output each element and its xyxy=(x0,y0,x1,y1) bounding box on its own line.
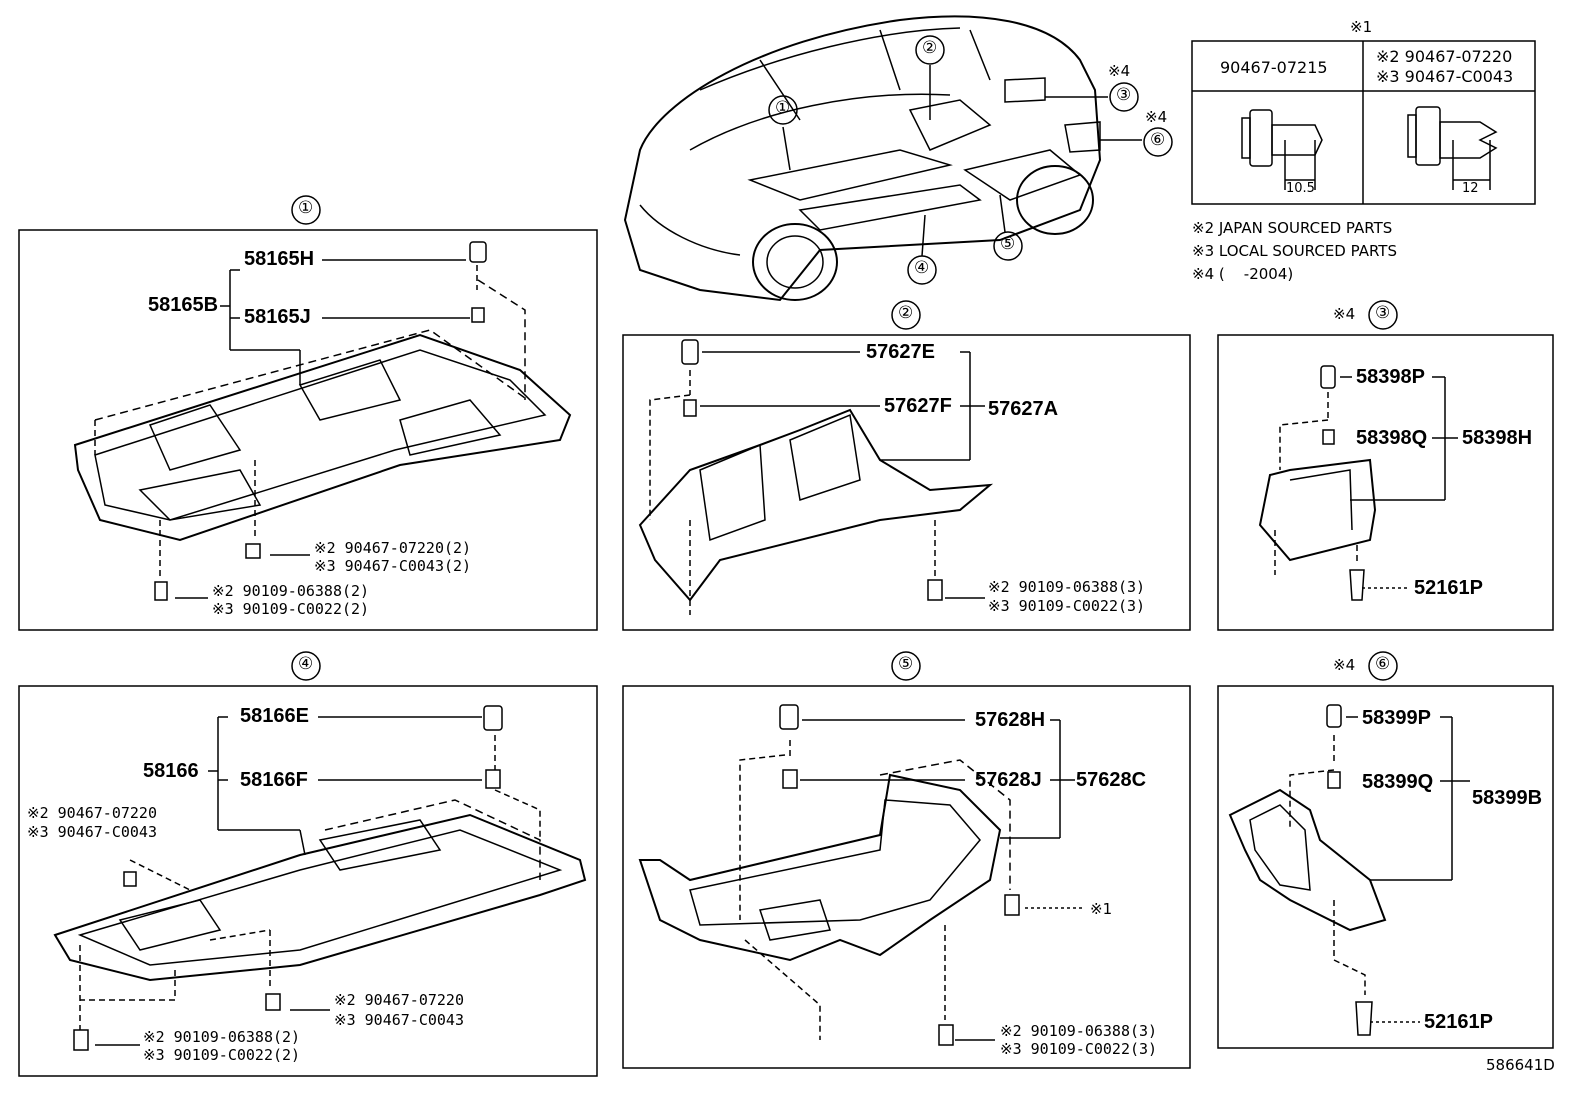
panel-6-title: ⑥ xyxy=(1375,654,1391,674)
panel-5-frame xyxy=(622,685,1191,1069)
panel-6-drawing xyxy=(1228,704,1470,1036)
fastener-2b: ※3 90109-C0022(3) xyxy=(988,597,1146,615)
clip-table-dim1: 10.5 xyxy=(1286,181,1315,196)
fastener-1c: ※2 90109-06388(2) xyxy=(212,582,370,600)
part-58399Q: 58399Q xyxy=(1362,771,1434,793)
panel-5-drawing xyxy=(638,704,1085,1046)
clip-table-col1-part: 90467-07215 xyxy=(1220,58,1328,77)
note-date-range: ※4 ( -2004) xyxy=(1192,265,1294,283)
fastener-5a: ※2 90109-06388(3) xyxy=(1000,1022,1158,1040)
panel-5-title: ⑤ xyxy=(898,654,914,674)
fastener-1d: ※3 90109-C0022(2) xyxy=(212,600,370,618)
panel-5-ref: ※1 xyxy=(1090,900,1113,918)
callout-4 xyxy=(907,255,937,285)
part-58398H: 58398H xyxy=(1462,427,1533,449)
overview-callout-4: ④ xyxy=(914,258,930,278)
note-japan-sourced: ※2 JAPAN SOURCED PARTS xyxy=(1192,219,1393,237)
part-58399P: 58399P xyxy=(1362,707,1431,729)
sheet-code: 586641D xyxy=(1486,1056,1555,1074)
fastener-1a: ※2 90467-07220(2) xyxy=(314,539,472,557)
panel-1-frame xyxy=(18,229,598,631)
overview-callout-5: ⑤ xyxy=(1000,234,1016,254)
panel-6-frame xyxy=(1217,685,1554,1049)
clip-table-col2-line2: ※3 90467-C0043 xyxy=(1376,67,1514,86)
panel-2-drawing xyxy=(638,339,994,615)
part-58165B: 58165B xyxy=(148,294,219,316)
note-local-sourced: ※3 LOCAL SOURCED PARTS xyxy=(1192,242,1397,260)
callout-1 xyxy=(768,95,798,125)
clip-table-dim2: 12 xyxy=(1462,181,1479,196)
part-58166E: 58166E xyxy=(240,705,309,727)
panel-3-title: ③ xyxy=(1375,303,1391,323)
overview-callout-2: ② xyxy=(922,38,938,58)
part-57627A: 57627A xyxy=(988,398,1059,420)
part-58165J: 58165J xyxy=(244,306,311,328)
part-58398P: 58398P xyxy=(1356,366,1425,388)
fastener-4b: ※3 90467-C0043 xyxy=(27,823,157,841)
vehicle-overview xyxy=(623,15,1173,302)
fastener-2a: ※2 90109-06388(3) xyxy=(988,578,1146,596)
panel-3-title-mark: ※4 xyxy=(1333,305,1356,323)
fastener-4c: ※2 90467-07220 xyxy=(334,991,464,1009)
fastener-4e: ※2 90109-06388(2) xyxy=(143,1028,301,1046)
part-57627E: 57627E xyxy=(866,341,935,363)
fastener-5b: ※3 90109-C0022(3) xyxy=(1000,1040,1158,1058)
part-57627F: 57627F xyxy=(884,395,952,417)
overview-mark-6: ※4 xyxy=(1145,108,1168,126)
part-58398Q: 58398Q xyxy=(1356,427,1428,449)
clip-table-marker: ※1 xyxy=(1350,18,1373,36)
panel-2-title: ② xyxy=(898,303,914,323)
panel-3-frame xyxy=(1217,334,1554,631)
panel-6-title-mark: ※4 xyxy=(1333,656,1356,674)
part-57628H: 57628H xyxy=(975,709,1046,731)
part-52161P-b: 52161P xyxy=(1424,1011,1493,1033)
panel-4-drawing xyxy=(53,705,587,1051)
fastener-4a: ※2 90467-07220 xyxy=(27,804,157,822)
panel-4-title: ④ xyxy=(298,654,314,674)
overview-callout-1: ① xyxy=(775,98,791,118)
part-58399B: 58399B xyxy=(1472,787,1543,809)
part-52161P-a: 52161P xyxy=(1414,577,1483,599)
fastener-4f: ※3 90109-C0022(2) xyxy=(143,1046,301,1064)
panel-4-frame xyxy=(18,685,598,1077)
part-58166: 58166 xyxy=(143,760,199,782)
callout-5 xyxy=(993,231,1023,261)
fastener-4d: ※3 90467-C0043 xyxy=(334,1011,464,1029)
panel-2-frame xyxy=(622,334,1191,631)
part-57628J: 57628J xyxy=(975,769,1042,791)
overview-mark-3: ※4 xyxy=(1108,62,1131,80)
part-58166F: 58166F xyxy=(240,769,308,791)
part-57628C: 57628C xyxy=(1076,769,1147,791)
clip-table-col2-line1: ※2 90467-07220 xyxy=(1376,47,1513,66)
clip-table xyxy=(1191,40,1536,205)
overview-callout-6: ⑥ xyxy=(1150,130,1166,150)
part-58165H: 58165H xyxy=(244,248,315,270)
panel-3-drawing xyxy=(1258,365,1458,601)
callout-2 xyxy=(915,35,945,65)
overview-callout-3: ③ xyxy=(1116,85,1132,105)
callout-3 xyxy=(1109,82,1139,112)
fastener-1b: ※3 90467-C0043(2) xyxy=(314,557,472,575)
panel-1-drawing xyxy=(73,241,572,601)
callout-6 xyxy=(1143,127,1173,157)
panel-1-title: ① xyxy=(298,198,314,218)
